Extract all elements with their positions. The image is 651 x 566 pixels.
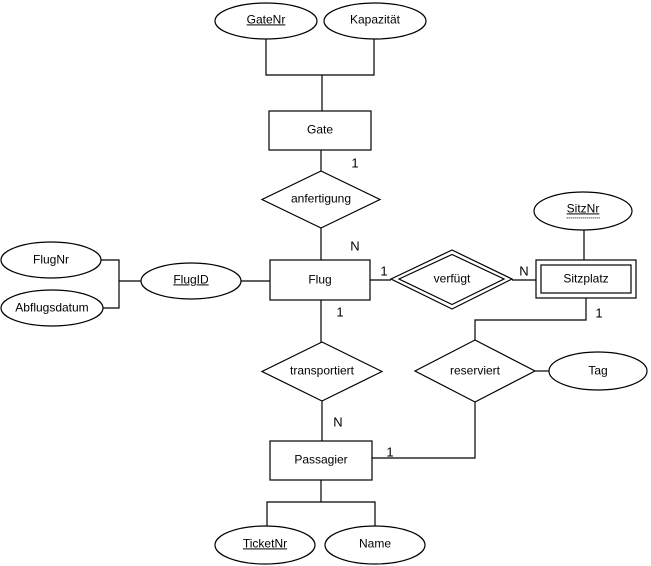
relationship-reserviert-label: reserviert: [449, 363, 501, 378]
cardinality-passagier-reserviert: 1: [386, 444, 394, 460]
entity-sitzplatz-inner-shape: [540, 264, 632, 294]
attribute-kapazitaet-shape: [323, 2, 427, 40]
entity-flug-label: Flug: [308, 272, 332, 287]
relationship-reserviert-shape: [413, 339, 537, 403]
relationship-verfuegt-inner-shape: [397, 253, 506, 306]
relationship-anfertigung-shape: [260, 170, 382, 229]
edge-passagier-attributes-bracket: [266, 501, 376, 527]
attribute-flugid-label: FlugID: [173, 273, 208, 286]
relationship-transportiert-label: transportiert: [289, 363, 355, 378]
attribute-sitznr-label: SitzNr: [566, 201, 600, 219]
attribute-gatenr-label: GateNr: [247, 13, 286, 26]
attribute-abflugsdatum-shape: [0, 289, 104, 327]
entity-sitzplatz-label: Sitzplatz: [563, 271, 609, 286]
attribute-name-label: Name: [358, 536, 392, 551]
attribute-tag-label: Tag: [588, 363, 608, 378]
cardinality-flug-transportiert: 1: [336, 304, 344, 320]
cardinality-sitzplatz-reserviert: 1: [595, 305, 603, 321]
attribute-ticketnr-shape: [214, 525, 316, 565]
cardinality-anfertigung-flug: N: [350, 238, 360, 254]
edge-reserviert-passagier: [372, 402, 476, 459]
entity-gate-label: Gate: [306, 122, 334, 137]
edge-sitzplatz-reserviert: [474, 298, 587, 340]
entity-flug-shape: [269, 259, 371, 301]
sitznr-text: SitzNr: [566, 201, 600, 219]
cardinality-transportiert-passagier: N: [333, 414, 343, 430]
attribute-gatenr-shape: [214, 2, 318, 40]
attribute-abflugsdatum-label: Abflugsdatum: [15, 300, 89, 315]
gatenr-text: GateNr: [246, 12, 286, 27]
relationship-anfertigung-label: anfertigung: [290, 191, 352, 206]
cardinality-flug-verfuegt: 1: [380, 263, 388, 279]
edge-gate-attributes-bracket: [265, 39, 375, 76]
flugid-text: FlugID: [173, 272, 209, 287]
relationship-verfuegt-label: verfügt: [433, 271, 471, 286]
attribute-sitznr-shape: [533, 191, 633, 231]
attribute-name-shape: [324, 525, 426, 565]
entity-gate-shape: [268, 110, 372, 151]
relationship-transportiert-shape: [260, 341, 384, 402]
cardinality-verfuegt-sitzplatz: N: [519, 263, 529, 279]
attribute-flugid-shape: [140, 262, 242, 300]
attribute-flugnr-label: FlugNr: [32, 252, 70, 267]
attribute-flugnr-shape: [0, 241, 102, 279]
attribute-kapazitaet-label: Kapazität: [349, 12, 401, 27]
edge-flug-attributes-bracket: [100, 259, 120, 309]
attribute-ticketnr-label: TicketNr: [243, 537, 287, 550]
entity-passagier-shape: [269, 440, 373, 481]
cardinality-gate-anfertigung: 1: [351, 155, 359, 171]
entity-passagier-label: Passagier: [294, 452, 348, 467]
ticketnr-text: TicketNr: [242, 536, 288, 551]
attribute-tag-shape: [548, 351, 648, 391]
